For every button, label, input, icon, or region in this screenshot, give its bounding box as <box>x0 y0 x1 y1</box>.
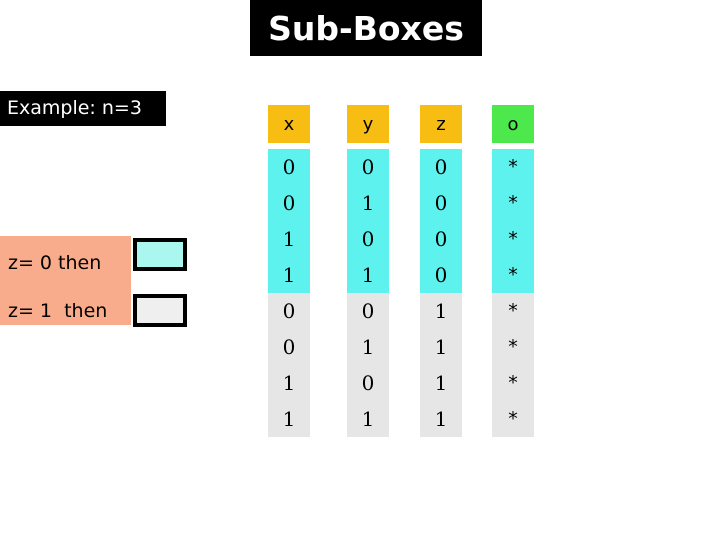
table-cell: 1 <box>268 257 310 293</box>
table-cell: 1 <box>268 401 310 437</box>
column-header-z: z <box>420 105 462 143</box>
table-cell: 1 <box>420 401 462 437</box>
legend-swatch-gray <box>133 294 187 327</box>
table-cell: 1 <box>420 365 462 401</box>
table-cell: 0 <box>347 293 389 329</box>
table-cell: 0 <box>420 221 462 257</box>
table-cell: 1 <box>347 185 389 221</box>
table-cell: 1 <box>268 365 310 401</box>
table-cell: * <box>492 221 534 257</box>
table-cell: 0 <box>347 221 389 257</box>
legend-panel: z= 0 then z= 1 then <box>0 236 131 325</box>
table-cell: 0 <box>347 365 389 401</box>
table-cell: 0 <box>268 149 310 185</box>
table-cell: 1 <box>420 293 462 329</box>
legend-label-z0: z= 0 then <box>8 252 102 274</box>
column-header-x: x <box>268 105 310 143</box>
table-cell: 1 <box>268 221 310 257</box>
table-cell: 0 <box>347 149 389 185</box>
table-cell: 0 <box>268 185 310 221</box>
table-cell: 0 <box>268 329 310 365</box>
table-cell: * <box>492 329 534 365</box>
table-column-o: o******** <box>492 105 534 437</box>
table-cell: * <box>492 185 534 221</box>
example-banner: Example: n=3 <box>0 91 166 126</box>
table-cell: 0 <box>420 257 462 293</box>
table-cell: 1 <box>347 257 389 293</box>
table-cell: 0 <box>268 293 310 329</box>
table-cell: 0 <box>420 185 462 221</box>
title-banner: Sub-Boxes <box>250 0 482 56</box>
table-cell: * <box>492 401 534 437</box>
column-header-o: o <box>492 105 534 143</box>
legend-swatch-aqua <box>133 238 187 271</box>
table-cell: 1 <box>347 329 389 365</box>
table-cell: * <box>492 149 534 185</box>
table-cell: 1 <box>347 401 389 437</box>
table-cell: 1 <box>420 329 462 365</box>
table-cell: * <box>492 257 534 293</box>
example-label: Example: n=3 <box>7 97 142 119</box>
column-header-y: y <box>347 105 389 143</box>
table-cell: * <box>492 365 534 401</box>
legend-label-z1: z= 1 then <box>8 300 108 322</box>
column-body-o: ******** <box>492 149 534 437</box>
table-cell: * <box>492 293 534 329</box>
table-cell: 0 <box>420 149 462 185</box>
page-title: Sub-Boxes <box>268 8 464 48</box>
